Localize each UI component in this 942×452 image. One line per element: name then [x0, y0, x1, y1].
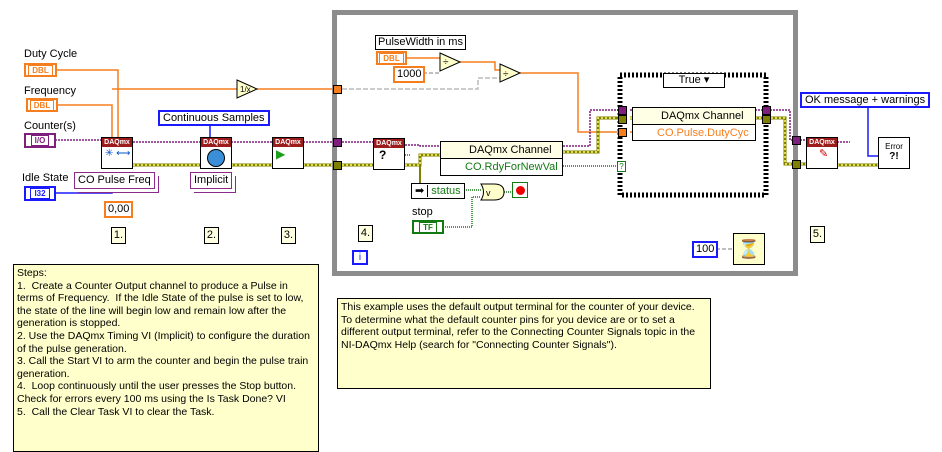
vi-header: DAQmx [807, 138, 837, 147]
play-icon: ▶ [276, 147, 286, 161]
property-name: CO.Pulse.DutyCyc [657, 127, 749, 139]
case-selector-label: True [678, 74, 701, 86]
tunnel [762, 106, 771, 115]
sample-mode-enum[interactable]: Continuous Samples [158, 110, 270, 126]
status-label: status [431, 185, 461, 197]
start-task-vi[interactable]: DAQmx▶ [272, 137, 304, 169]
idle-state-label: Idle State [22, 172, 69, 184]
counters-control[interactable]: I/O [24, 133, 56, 148]
divide-icon [499, 63, 522, 83]
step-label: 4. [358, 225, 373, 242]
step-label: 2. [204, 227, 219, 244]
is-task-done-vi[interactable]: DAQmx? [373, 138, 405, 170]
tunnel [618, 106, 627, 115]
ms-divisor-constant[interactable]: 1000 [393, 66, 426, 83]
svg-text:1/x: 1/x [240, 85, 251, 94]
tunnel [333, 138, 342, 147]
svg-text:÷: ÷ [443, 57, 449, 68]
pulse-icon: ✳ ⟷ [105, 148, 131, 159]
frequency-control[interactable]: DBL [26, 98, 58, 112]
stop-label: stop [412, 206, 433, 218]
duty-cycle-label: Duty Cycle [24, 48, 78, 60]
wait-ms-constant[interactable]: 100 [692, 241, 719, 258]
vi-header: DAQmx [201, 138, 231, 147]
pulse-width-label: PulseWidth in ms [375, 35, 466, 50]
property-node-class: DAQmx Channel [469, 144, 552, 156]
type-label: I32 [30, 188, 50, 199]
tunnel [618, 128, 627, 137]
tunnel [762, 115, 771, 124]
initial-delay-constant[interactable]: 0,00 [104, 201, 134, 218]
step-label: 5. [810, 226, 825, 243]
vi-header: DAQmx [273, 138, 303, 147]
create-channel-type-ring[interactable]: CO Pulse Freq [74, 172, 155, 189]
error-text: ?! [889, 151, 899, 162]
metronome-icon[interactable]: ⏳ [733, 233, 765, 265]
divide-icon [439, 52, 462, 72]
idle-state-control[interactable]: I32 [24, 186, 56, 201]
error-dialog-enum[interactable]: OK message + warnings [800, 92, 931, 108]
create-channel-vi[interactable]: DAQmx✳ ⟷ [101, 137, 133, 169]
clear-task-vi[interactable]: DAQmx✎ [806, 137, 838, 169]
type-label: TF [419, 221, 437, 233]
error-text: Error [885, 142, 903, 151]
simple-error-handler-vi[interactable]: Error?! [878, 137, 910, 169]
loop-condition-terminal [512, 182, 528, 198]
type-label: DBL [379, 52, 404, 64]
clock-icon [207, 149, 225, 167]
type-label: DBL [28, 64, 53, 76]
case-selector[interactable]: True ▾ [663, 73, 725, 88]
question-icon: ? [379, 148, 387, 162]
stop-control[interactable]: TF [412, 220, 444, 234]
counters-label: Counter(s) [24, 120, 76, 132]
tunnel [792, 136, 801, 145]
steps-comment: Steps: 1. Create a Counter Output channe… [13, 264, 319, 452]
svg-text:÷: ÷ [503, 69, 509, 80]
svg-text:v: v [486, 188, 491, 198]
type-label: DBL [29, 99, 55, 111]
tunnel [333, 85, 342, 94]
vi-header: DAQmx [102, 138, 132, 147]
type-label: I/O [30, 135, 50, 146]
timing-vi[interactable]: DAQmx [200, 137, 232, 169]
duty-cycle-property-node[interactable]: DAQmx Channel CO.Pulse.DutyCyc [632, 107, 756, 141]
or-icon [480, 183, 505, 201]
tunnel [792, 160, 801, 169]
tunnel [618, 115, 627, 124]
iteration-terminal: i [352, 250, 368, 265]
timing-type-ring[interactable]: Implicit [190, 172, 233, 189]
reciprocal-icon [236, 79, 259, 99]
step-label: 3. [281, 227, 296, 244]
frequency-label: Frequency [24, 85, 76, 97]
unbundle-status: ➡ status [411, 183, 465, 199]
step-label: 1. [111, 227, 126, 244]
case-selector-terminal: ? [617, 161, 626, 172]
duty-cycle-control[interactable]: DBL [24, 63, 57, 77]
tunnel [333, 161, 342, 170]
pulse-width-control[interactable]: DBL [376, 51, 407, 65]
terminal-comment: This example uses the default output ter… [337, 298, 711, 389]
rdy-for-new-val-property-node[interactable]: DAQmx Channel CO.RdyForNewVal [440, 141, 563, 176]
property-name: CO.RdyForNewVal [465, 161, 558, 173]
eraser-icon: ✎ [819, 148, 829, 160]
property-node-class: DAQmx Channel [661, 110, 744, 122]
vi-header: DAQmx [374, 139, 404, 148]
